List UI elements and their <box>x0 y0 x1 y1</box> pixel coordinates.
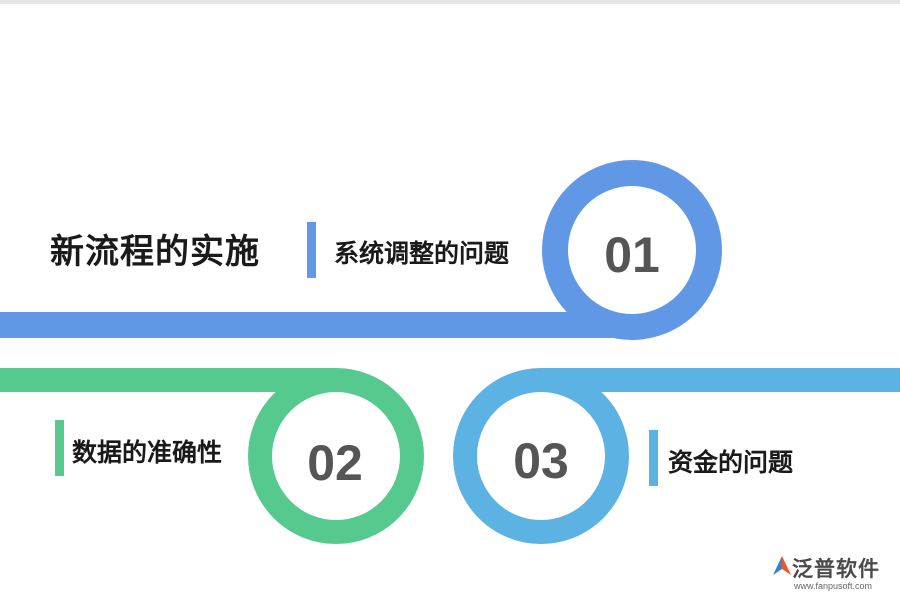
logo-url: www.fanpusoft.com <box>794 581 873 591</box>
ring-01 <box>542 160 722 340</box>
item-label-02: 数据的准确性 <box>72 438 223 467</box>
item-number-01: 01 <box>604 227 660 283</box>
main-title: 新流程的实施 <box>50 232 260 272</box>
brand-logo: 泛普软件 www.fanpusoft.com <box>772 553 897 595</box>
logo-icon <box>773 556 791 575</box>
accent-bar-02 <box>55 420 64 476</box>
logo-name: 泛普软件 <box>792 557 880 581</box>
accent-bar-01 <box>307 222 316 278</box>
item-label-01: 系统调整的问题 <box>334 239 510 268</box>
top-divider <box>0 0 900 4</box>
ring-03 <box>453 368 629 544</box>
ring-02 <box>248 368 424 544</box>
accent-bar-03 <box>649 430 658 486</box>
item-number-02: 02 <box>307 435 363 491</box>
item-number-03: 03 <box>513 433 569 489</box>
item-label-03: 资金的问题 <box>668 448 794 477</box>
